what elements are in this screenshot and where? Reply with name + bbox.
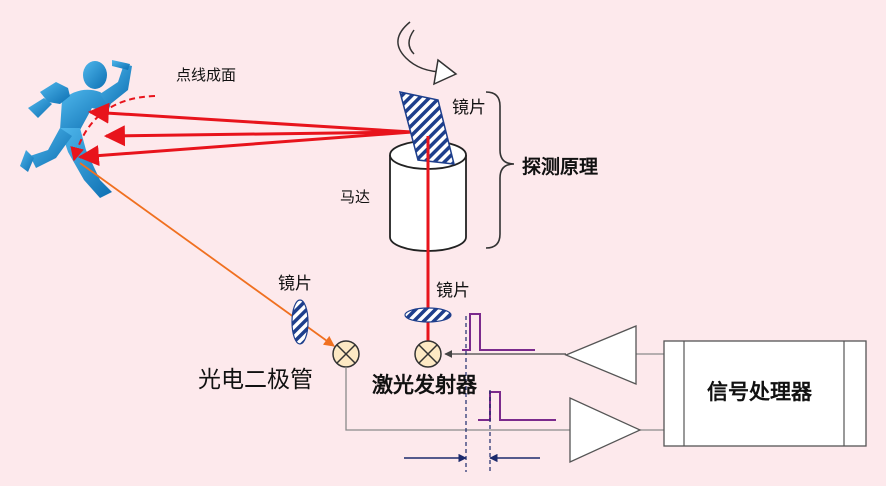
upper-mirror-icon: [398, 91, 455, 165]
laser-emitter-icon: [414, 340, 442, 368]
principle-brace: [485, 91, 515, 249]
receiver-lens-icon: [291, 299, 309, 345]
photodiode-label: 光电二极管: [198, 367, 313, 393]
running-person-icon: [20, 60, 132, 198]
receiver-lens-label: 镜片: [278, 274, 312, 294]
motor-label: 马达: [340, 188, 371, 206]
emitter-lens-icon: [404, 307, 452, 323]
scan-arc: [70, 95, 156, 162]
photodiode-icon: [332, 340, 360, 368]
signal-processor-box: [663, 340, 867, 447]
signal-wires: [345, 350, 664, 431]
principle-label: 探测原理: [522, 156, 599, 178]
input-amplifier-icon: [569, 396, 642, 464]
time-of-flight-markers: [404, 316, 540, 472]
laser-emitter-label: 激光发射器: [372, 373, 477, 397]
rotation-arrow-icon: [397, 21, 458, 86]
upper-mirror-label: 镜片: [452, 98, 486, 118]
emitted-pulse: [462, 313, 535, 351]
signal-processor-label: 信号处理器: [707, 380, 812, 404]
scan-note-label: 点线成面: [176, 66, 237, 84]
received-pulse: [478, 391, 556, 421]
output-amplifier-icon: [564, 325, 637, 385]
emitter-lens-label: 镜片: [436, 281, 470, 301]
return-beam: [79, 162, 335, 347]
laser-beams: [77, 102, 413, 167]
